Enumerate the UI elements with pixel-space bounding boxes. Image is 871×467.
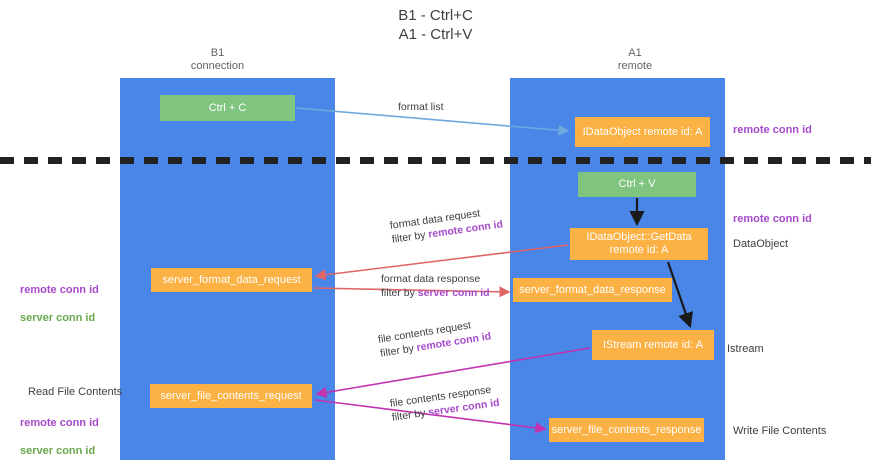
- legend-server-conn-id: server conn id: [20, 312, 96, 324]
- filter-key: server conn id: [417, 287, 490, 299]
- node-server-format-data-request[interactable]: server_format_data_request: [151, 268, 312, 292]
- node-server-file-contents-response[interactable]: server_file_contents_response: [549, 418, 704, 442]
- edge-label-file-contents-response: file contents response filter by server …: [389, 382, 500, 425]
- label-read-file-contents: Read File Contents: [28, 386, 123, 398]
- legend-conn-ids-lower: remote conn id server conn id: [20, 402, 99, 458]
- filter-prefix: filter by: [391, 228, 430, 246]
- edge-label-line1: format data response: [381, 273, 481, 285]
- node-ctrl-v[interactable]: Ctrl + V: [578, 172, 696, 197]
- edge-label-format-data-response: format data response filter by server co…: [381, 272, 490, 300]
- label-istream: Istream: [727, 343, 764, 355]
- legend-server-conn-id-2: server conn id: [20, 445, 96, 457]
- diagram-title: B1 - Ctrl+C A1 - Ctrl+V: [398, 7, 473, 43]
- column-header-a1: A1 remote: [617, 47, 653, 72]
- label-remote-conn-id-mid: remote conn id: [733, 213, 812, 225]
- node-server-file-contents-request[interactable]: server_file_contents_request: [150, 384, 312, 408]
- legend-remote-conn-id: remote conn id: [20, 284, 99, 296]
- phase-divider: [0, 157, 871, 164]
- filter-prefix: filter by: [391, 406, 430, 424]
- label-dataobject: DataObject: [733, 238, 789, 250]
- edge-label-file-contents-request: file contents request filter by remote c…: [377, 315, 492, 360]
- edge-label-format-list: format list: [398, 101, 444, 113]
- edge-label-format-data-request: format data request filter by remote con…: [389, 203, 504, 246]
- filter-prefix: filter by: [381, 287, 418, 299]
- label-write-file-contents: Write File Contents: [733, 425, 827, 437]
- node-ctrl-c[interactable]: Ctrl + C: [160, 95, 295, 121]
- legend-remote-conn-id-2: remote conn id: [20, 417, 99, 429]
- node-istream[interactable]: IStream remote id: A: [592, 330, 714, 360]
- legend-conn-ids-upper: remote conn id server conn id: [20, 269, 99, 325]
- label-remote-conn-id-top: remote conn id: [733, 124, 812, 136]
- node-server-format-data-response[interactable]: server_format_data_response: [513, 278, 672, 302]
- node-idataobject[interactable]: IDataObject remote id: A: [575, 117, 710, 147]
- column-header-b1: B1 connection: [190, 47, 245, 72]
- node-idataobject-getdata[interactable]: IDataObject::GetData remote id: A: [570, 228, 708, 260]
- edge-label-line2: filter by server conn id: [381, 286, 490, 300]
